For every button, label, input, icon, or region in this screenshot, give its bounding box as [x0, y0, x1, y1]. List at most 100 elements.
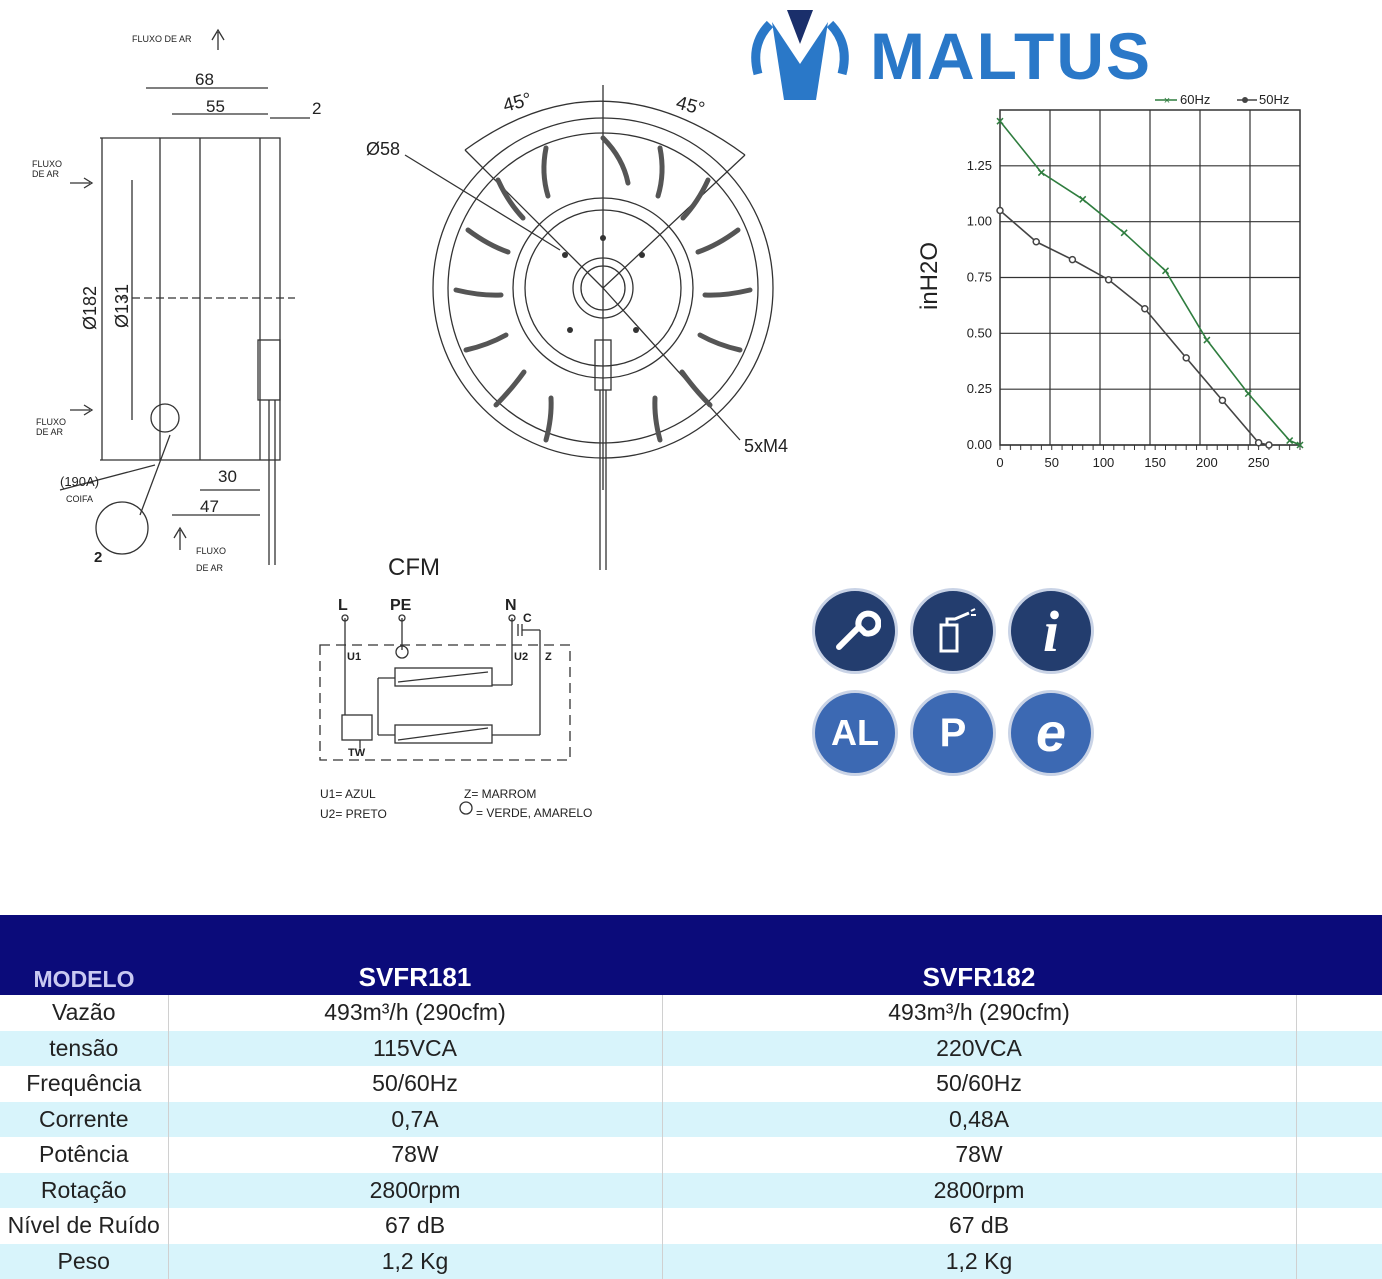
dim-47: 47 — [200, 497, 219, 516]
row-value: 115VCA — [168, 1031, 662, 1067]
legend-60hz-marker: × — [1164, 95, 1170, 107]
legend-60hz: 60Hz — [1180, 92, 1210, 107]
p-icon[interactable]: P — [910, 690, 996, 776]
coifa-label: COIFA — [66, 494, 93, 504]
wiring-legend-ground: = VERDE, AMARELO — [476, 806, 592, 820]
row-value: 67 dB — [662, 1208, 1296, 1244]
dim-2: 2 — [312, 99, 321, 118]
data-point-50hz — [997, 208, 1003, 214]
data-point-50hz — [1142, 306, 1148, 312]
wiring-tw: TW — [348, 747, 366, 759]
dim-68: 68 — [195, 70, 214, 89]
front-view-drawing: 45° 45° Ø58 5xM4 CFM — [360, 80, 820, 580]
row-label: Nível de Ruído — [0, 1208, 168, 1244]
wiring-diagram: L PE N C U1 U2 Z TW U1= AZUL U2= PRETO Z… — [300, 590, 640, 830]
dim-131: Ø131 — [112, 284, 132, 328]
dim-2b: 2 — [94, 549, 102, 566]
row-spacer — [1296, 1244, 1382, 1279]
x-tick-label: 200 — [1196, 455, 1218, 470]
airflow-label-bottom1: FLUXO — [196, 546, 226, 556]
chart-y-axis-label: inH2O — [916, 242, 943, 310]
row-spacer — [1296, 1137, 1382, 1173]
legend-50hz-marker — [1242, 97, 1248, 103]
y-tick-label: 1.25 — [967, 158, 992, 173]
header-empty — [1296, 915, 1382, 995]
row-spacer — [1296, 995, 1382, 1031]
row-value: 78W — [168, 1137, 662, 1173]
data-point-50hz — [1183, 355, 1189, 361]
airflow-label-left4: DE AR — [36, 427, 64, 437]
row-label: Corrente — [0, 1102, 168, 1138]
row-spacer — [1296, 1066, 1382, 1102]
row-value: 493m³/h (290cfm) — [662, 995, 1296, 1031]
side-view-drawing: FLUXO DE AR FLUXO DE AR FLUXO DE AR FLUX… — [20, 20, 340, 580]
row-label: Rotação — [0, 1173, 168, 1209]
row-spacer — [1296, 1102, 1382, 1138]
holes-5xm4: 5xM4 — [744, 436, 788, 456]
legend-50hz: 50Hz — [1259, 92, 1289, 107]
e-icon[interactable]: e — [1008, 690, 1094, 776]
row-value: 0,48A — [662, 1102, 1296, 1138]
wiring-u2: U2 — [514, 651, 528, 663]
x-tick-label: 0 — [996, 455, 1003, 470]
row-value: 78W — [662, 1137, 1296, 1173]
wiring-legend-u2: U2= PRETO — [320, 807, 387, 821]
row-value: 0,7A — [168, 1102, 662, 1138]
row-value: 2800rpm — [662, 1173, 1296, 1209]
row-label: tensão — [0, 1031, 168, 1067]
dim-55: 55 — [206, 97, 225, 116]
dim-58: Ø58 — [366, 139, 400, 159]
y-tick-label: 0.75 — [967, 270, 992, 285]
row-value: 50/60Hz — [662, 1066, 1296, 1102]
airflow-label-left1: FLUXO — [32, 159, 62, 169]
series-line-50hz — [1000, 211, 1269, 446]
al-icon[interactable]: AL — [812, 690, 898, 776]
data-point-50hz — [1256, 440, 1262, 446]
airflow-label-top: FLUXO DE AR — [132, 34, 192, 44]
dim-182: Ø182 — [80, 286, 100, 330]
row-value: 67 dB — [168, 1208, 662, 1244]
wiring-u1: U1 — [347, 651, 361, 663]
row-spacer — [1296, 1173, 1382, 1209]
row-value: 1,2 Kg — [168, 1244, 662, 1279]
data-point-50hz — [1266, 442, 1272, 448]
x-tick-label: 150 — [1144, 455, 1166, 470]
airflow-label-left3: FLUXO — [36, 417, 66, 427]
wiring-legend-z: Z= MARROM — [464, 787, 536, 801]
info-icon[interactable]: i — [1008, 588, 1094, 674]
row-label: Frequência — [0, 1066, 168, 1102]
wiring-l: L — [338, 597, 348, 614]
wiring-n: N — [505, 597, 517, 614]
chart-x-axis-label: CFM — [388, 554, 440, 580]
row-spacer — [1296, 1208, 1382, 1244]
brand-name: MALTUS — [870, 18, 1152, 94]
x-tick-label: 250 — [1248, 455, 1270, 470]
airflow-label-bottom2: DE AR — [196, 563, 224, 573]
row-label: Peso — [0, 1244, 168, 1279]
oil-can-icon[interactable] — [910, 588, 996, 674]
y-tick-label: 1.00 — [967, 214, 992, 229]
y-tick-label: 0.50 — [967, 325, 992, 340]
angle-45-right: 45° — [674, 93, 707, 121]
data-point-60hz — [1287, 438, 1293, 444]
wrench-icon[interactable] — [812, 588, 898, 674]
data-point-60hz — [1080, 196, 1086, 202]
data-point-50hz — [1033, 239, 1039, 245]
y-tick-label: 0.25 — [967, 381, 992, 396]
row-spacer — [1296, 1031, 1382, 1067]
table-header-row: MODELO SVFR181 SVFR182 — [0, 915, 1382, 995]
row-value: 50/60Hz — [168, 1066, 662, 1102]
performance-chart: × 60Hz 50Hz inH2O 0.000.250.500.751.001.… — [905, 90, 1315, 490]
header-svfr181: SVFR181 — [168, 915, 662, 995]
wiring-legend-u1: U1= AZUL — [320, 787, 376, 801]
row-value: 493m³/h (290cfm) — [168, 995, 662, 1031]
